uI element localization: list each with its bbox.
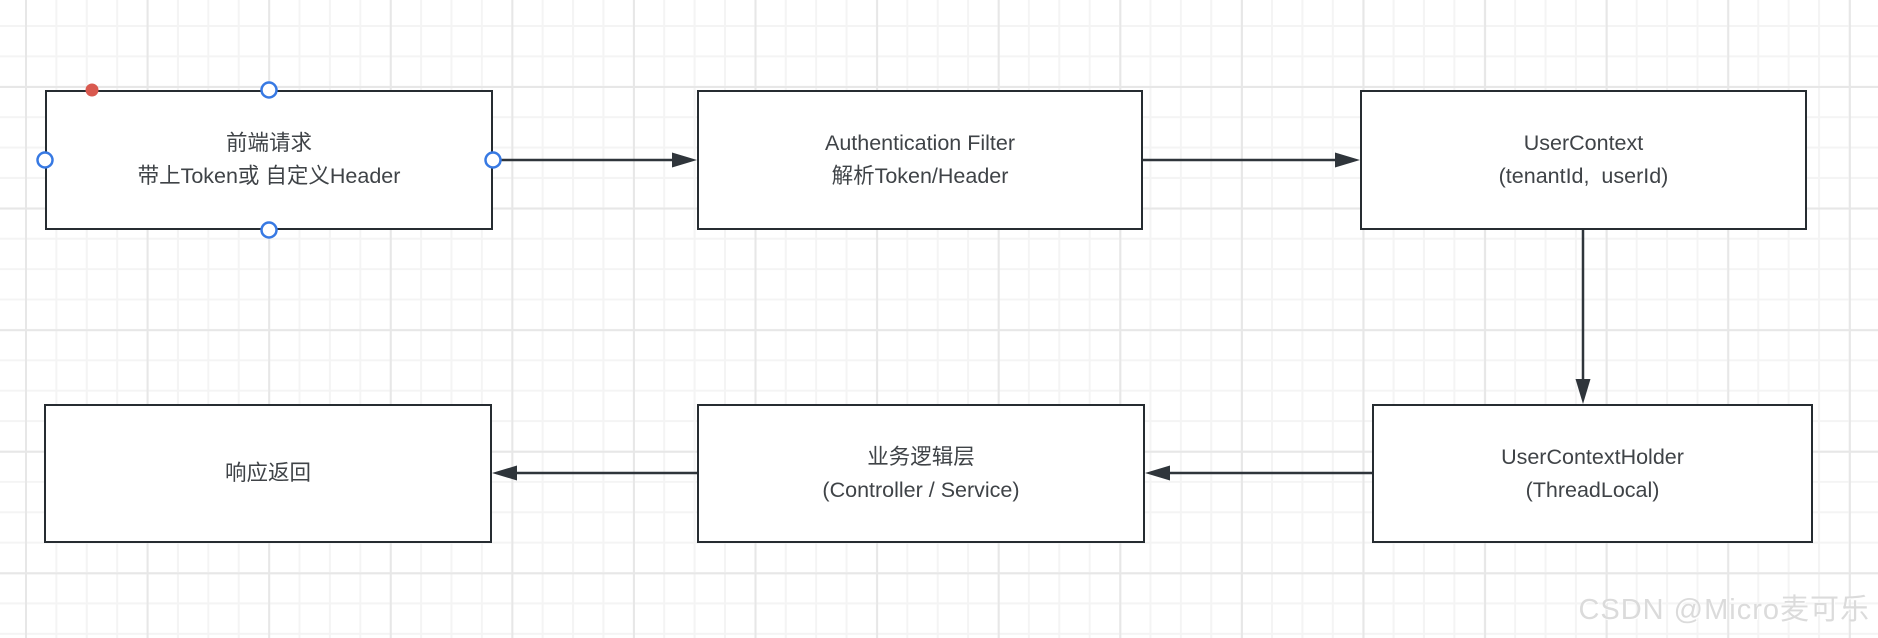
node-business-logic-layer[interactable]: 业务逻辑层 (Controller / Service) [697,404,1145,543]
node-label-line2: (tenantId, userId) [1498,164,1669,188]
arrowhead-down-icon [1575,379,1591,404]
node-label-line1: UserContextHolder [1501,444,1684,469]
node-label-line1: 响应返回 [224,461,311,485]
node-label-line1: 业务逻辑层 [867,444,975,469]
edge-usercontext-to-holder[interactable] [1575,230,1591,404]
node-label-line2: (ThreadLocal) [1525,477,1660,502]
node-label-line1: UserContext [1523,131,1644,155]
node-label-line1: Authentication Filter [824,131,1015,155]
arrowhead-left-icon [1145,465,1170,481]
edge-frontend-to-authfilter[interactable] [493,152,697,168]
node-authentication-filter[interactable]: Authentication Filter 解析Token/Header [697,90,1143,230]
watermark: CSDN @Micro麦可乐 [1578,594,1870,626]
arrowhead-left-icon [492,465,517,481]
node-user-context[interactable]: UserContext (tenantId, userId) [1360,90,1807,230]
arrowhead-right-icon [672,152,697,168]
edge-business-to-response[interactable] [492,465,697,481]
edge-authfilter-to-usercontext[interactable] [1143,152,1360,168]
node-frontend-request[interactable]: 前端请求 带上Token或 自定义Header [45,90,493,230]
arrowhead-right-icon [1335,152,1360,168]
node-label-line2: 带上Token或 自定义Header [137,164,401,188]
node-label-line1: 前端请求 [225,131,312,155]
node-user-context-holder[interactable]: UserContextHolder (ThreadLocal) [1372,404,1813,543]
node-label-line2: (Controller / Service) [822,477,1020,502]
node-response-return[interactable]: 响应返回 [44,404,492,543]
node-label-line2: 解析Token/Header [831,164,1009,188]
edge-holder-to-business[interactable] [1145,465,1372,481]
